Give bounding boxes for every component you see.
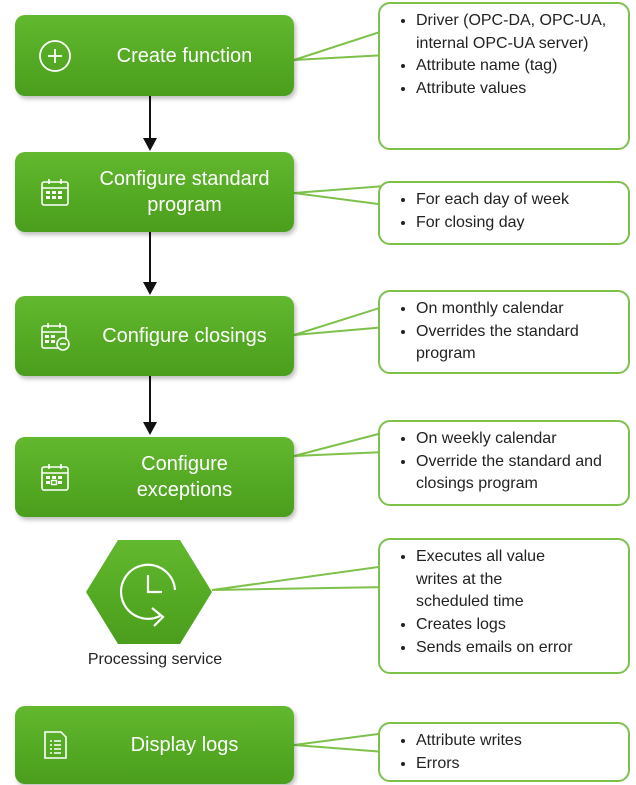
callout-create-function: Driver (OPC-DA, OPC-UA, internal OPC-UA … (378, 2, 630, 150)
calendar-minus-icon (37, 318, 73, 354)
callout-exceptions: On weekly calendar Override the standard… (378, 420, 630, 506)
detail-item: On weekly calendar (416, 428, 618, 451)
step-label-text: Configure exceptions (136, 453, 233, 501)
step-display-logs: Display logs (15, 706, 294, 784)
callout-pointer-3 (293, 304, 387, 336)
detail-item: On monthly calendar (416, 298, 618, 321)
callout-closings: On monthly calendar Overrides the standa… (378, 290, 630, 374)
plus-circle-icon (37, 38, 73, 74)
detail-item: Executes all value writes at the schedul… (416, 546, 566, 614)
callout-pointer-1 (293, 28, 387, 61)
step-label: Create function (116, 44, 253, 67)
step-configure-standard-program: Configure standard program (15, 152, 294, 232)
callout-standard-program: For each day of week For closing day (378, 181, 630, 245)
step-label-text: Configure standard program (99, 168, 270, 216)
detail-item: Overrides the standard program (416, 321, 618, 366)
step-label: Configure standard program (85, 152, 284, 232)
detail-item: For closing day (416, 212, 618, 235)
processing-service-label: Processing service (87, 651, 223, 668)
detail-item: Override the standard and closings progr… (416, 451, 618, 496)
callout-display-logs: Attribute writes Errors (378, 722, 630, 782)
calendar-exception-icon (37, 459, 73, 495)
step-configure-closings: Configure closings (15, 296, 294, 376)
callout-pointer-5 (211, 564, 387, 591)
detail-item: Attribute name (tag) (416, 55, 618, 78)
detail-item: Errors (416, 753, 618, 776)
detail-item: Creates logs (416, 614, 618, 637)
step-label: Configure exceptions (85, 437, 284, 517)
flow-arrow-1 (149, 96, 151, 140)
document-list-icon (37, 727, 73, 763)
callout-processing-service: Executes all value writes at the schedul… (378, 538, 630, 674)
step-label: Configure closings (102, 325, 267, 347)
step-label: Display logs (130, 734, 239, 756)
detail-item: Attribute writes (416, 730, 618, 753)
callout-pointer-4 (293, 430, 387, 457)
calendar-icon (37, 174, 73, 210)
detail-item: Driver (OPC-DA, OPC-UA, internal OPC-UA … (416, 10, 618, 55)
flow-arrow-head-3 (143, 422, 157, 435)
flow-arrow-2 (149, 232, 151, 284)
flow-arrow-head-1 (143, 138, 157, 151)
detail-item: Attribute values (416, 78, 618, 101)
flow-arrow-3 (149, 376, 151, 424)
callout-pointer-6 (293, 731, 387, 754)
detail-item: Sends emails on error (416, 637, 618, 660)
step-create-function: Create function (15, 15, 294, 96)
flow-arrow-head-2 (143, 282, 157, 295)
callout-pointer-2 (293, 184, 387, 207)
step-configure-exceptions: Configure exceptions (15, 437, 294, 517)
detail-item: For each day of week (416, 189, 618, 212)
